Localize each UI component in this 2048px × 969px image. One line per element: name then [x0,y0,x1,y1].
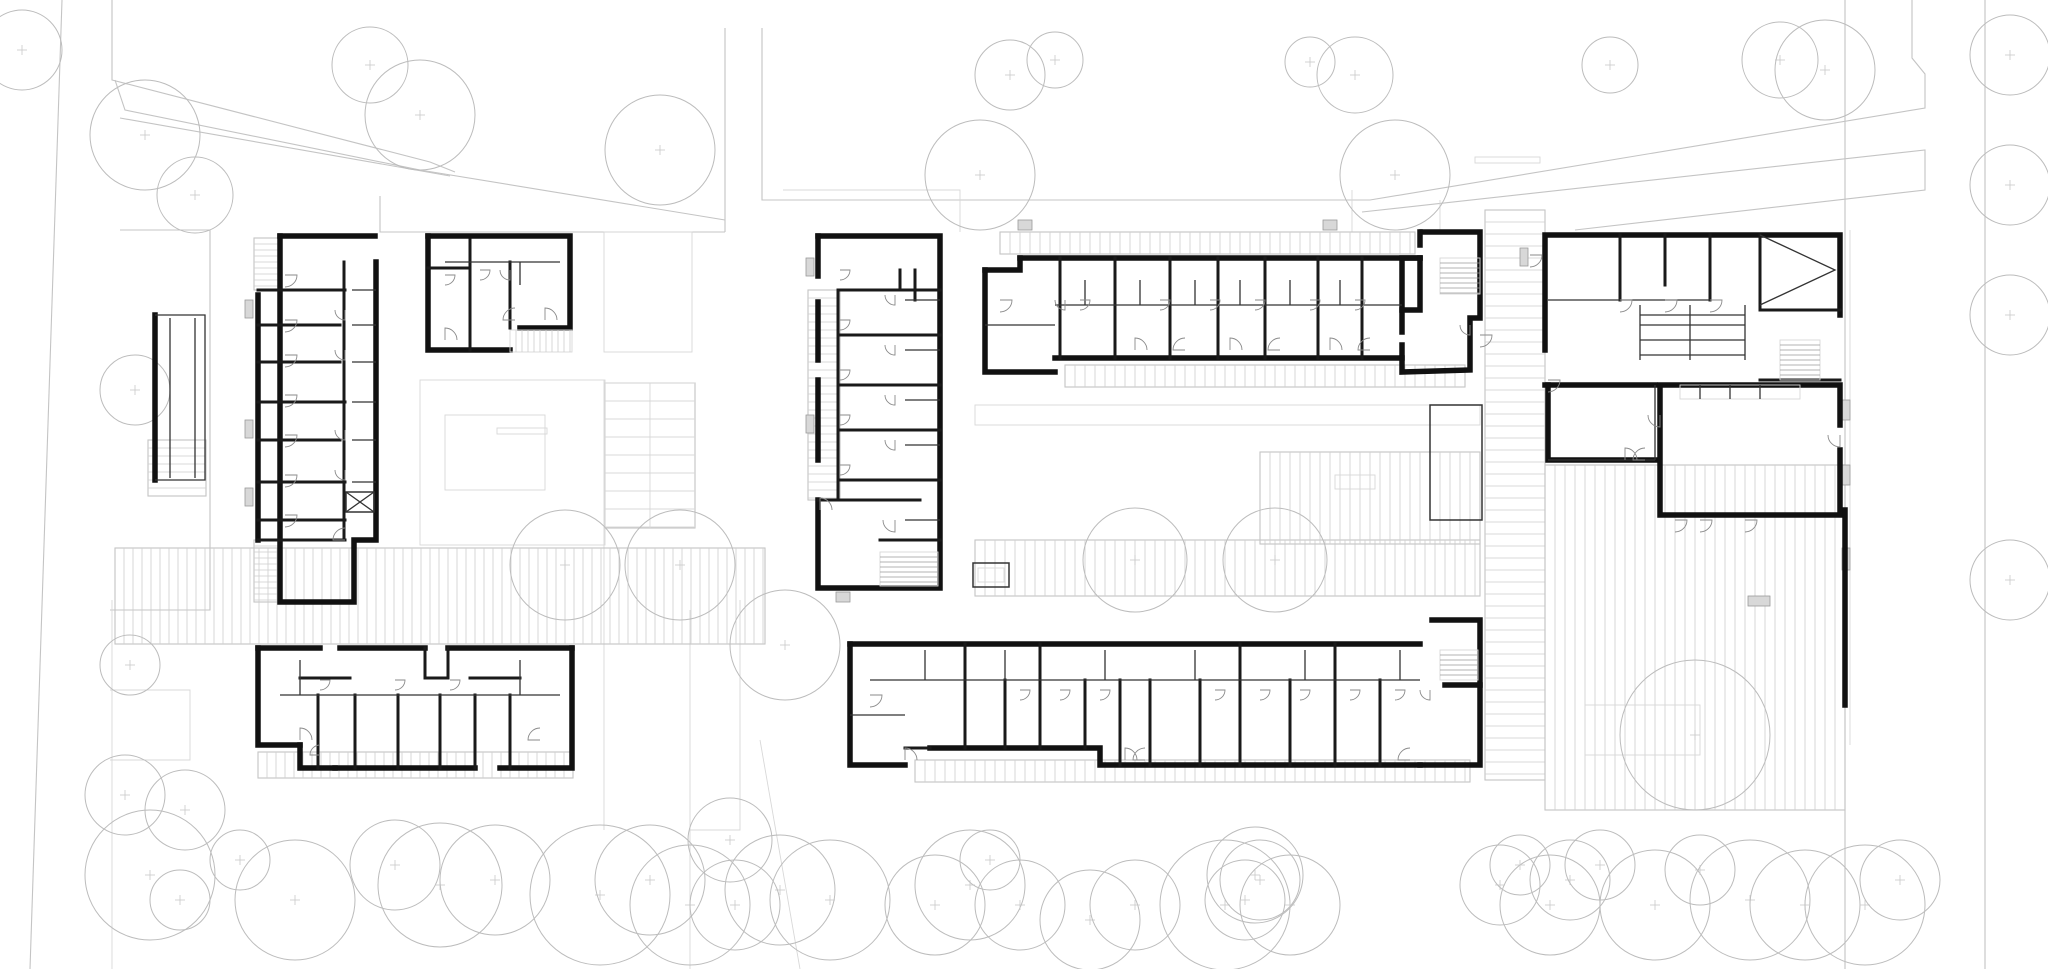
tree-canopy [1339,119,1451,231]
tree-canopy [1222,507,1328,613]
tree-canopy [1239,854,1341,956]
tree-canopy [509,509,621,621]
tree-canopy [884,854,986,956]
tree-canopy [1969,144,2048,226]
tree-canopy [687,797,773,883]
tree-canopy [1969,14,2048,96]
building-a [255,233,379,605]
tree-canopy [689,859,781,951]
tree-canopy [364,59,476,171]
tree-canopy [1664,834,1736,906]
tree-canopy [529,824,671,966]
tree-canopy [209,829,271,891]
tree-canopy [1206,826,1304,924]
tree-canopy [1581,36,1639,94]
door-swings [284,254,1841,761]
tree-canopy [1969,539,2048,621]
tree-canopy [1459,844,1541,926]
tree-canopy [624,509,736,621]
tree-canopy [0,9,63,91]
tree-canopy [1804,844,1926,966]
building-e [982,229,1483,375]
tree-canopy [1039,869,1141,969]
tree-canopy [1489,834,1551,896]
tree-canopy [1689,839,1811,961]
tree-canopy [594,824,706,936]
tree-canopy [1284,36,1336,88]
tree-canopy [724,834,836,946]
tree-canopy [924,119,1036,231]
tree-canopy [604,94,716,206]
tree-canopy [959,829,1021,891]
tree-canopy [1859,839,1941,921]
tree-canopy [149,869,211,931]
tree-canopy [1026,31,1084,89]
tree-canopy [1969,274,2048,356]
tree-canopy [439,824,551,936]
tree-canopy [234,839,356,961]
courtyard-elements [244,156,1851,756]
building-g [1542,232,1848,708]
tree-canopy [729,589,841,701]
tree-canopy [144,769,226,851]
building-b [425,233,573,353]
tree-canopy [99,634,161,696]
tree-canopy [1619,659,1771,811]
tree-canopy [1529,839,1611,921]
tree-canopy [1774,19,1876,121]
paving-hatch [114,209,1846,811]
tree-canopy [1219,839,1301,921]
tree-canopy [629,844,751,966]
tree-canopy [84,809,216,941]
tree-canopy [156,156,234,234]
building-f [847,617,1483,768]
tree-canopy [1741,21,1819,99]
tree-canopy [1204,859,1286,941]
tree-canopy [914,829,1026,941]
tree-canopy [1599,849,1711,961]
tree-canopy [769,839,891,961]
tree-canopy [89,79,201,191]
pavilion-left [152,312,206,483]
tree-canopy [1316,36,1394,114]
tree-canopy [1082,507,1188,613]
tree-canopy [974,39,1046,111]
trees [0,9,2048,969]
tree-canopy [84,754,166,836]
site-context-lines [29,0,1986,969]
tree-canopy [349,819,441,911]
building-c [255,645,575,771]
building-d [815,233,943,591]
tree-canopy [1089,859,1181,951]
tree-canopy [377,822,503,948]
tree-canopy [331,26,409,104]
